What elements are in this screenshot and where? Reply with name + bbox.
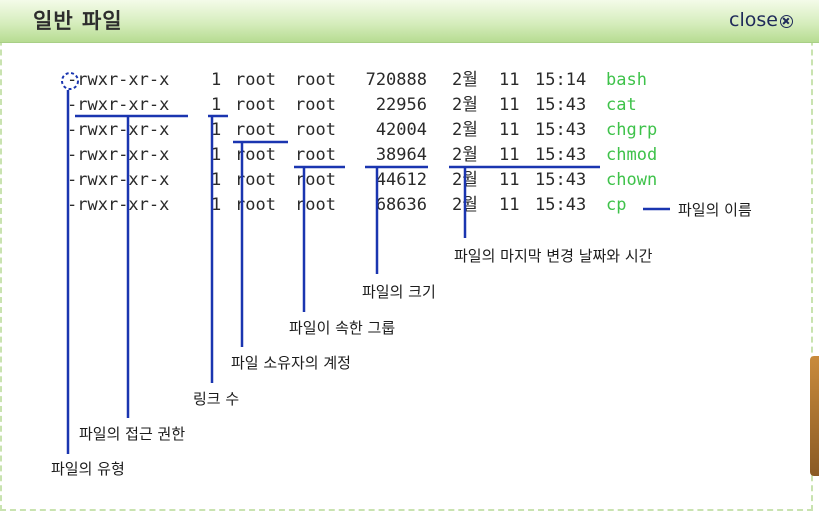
callout-group: 파일이 속한 그룹 bbox=[289, 319, 396, 337]
listing-owner: root bbox=[235, 95, 276, 115]
close-label: close bbox=[729, 9, 778, 31]
listing-name: cat bbox=[606, 95, 637, 115]
listing-links: 1 bbox=[211, 95, 222, 115]
listing-time: 15:14 bbox=[535, 70, 587, 90]
listing-links: 1 bbox=[211, 70, 222, 90]
listing-group: root bbox=[295, 145, 336, 165]
listing-time: 15:43 bbox=[535, 145, 587, 165]
listing-permissions: -rwxr-xr-x bbox=[67, 170, 170, 190]
listing-day: 11 bbox=[499, 70, 520, 90]
listing-name: chgrp bbox=[606, 120, 658, 140]
listing-day: 11 bbox=[499, 170, 520, 190]
listing-time: 15:43 bbox=[535, 195, 587, 215]
listing-day: 11 bbox=[499, 95, 520, 115]
listing-permissions: -rwxr-xr-x bbox=[67, 120, 170, 140]
listing-name: bash bbox=[606, 70, 647, 90]
listing-day: 11 bbox=[499, 145, 520, 165]
title-bar: 일반 파일 close bbox=[0, 0, 819, 43]
callout-file-name: 파일의 이름 bbox=[678, 201, 752, 219]
callout-file-type: 파일의 유형 bbox=[51, 460, 125, 478]
listing-size: 68636 bbox=[375, 195, 427, 215]
listing-size: 22956 bbox=[375, 95, 427, 115]
listing-owner: root bbox=[235, 170, 276, 190]
listing-time: 15:43 bbox=[535, 95, 587, 115]
listing-size: 38964 bbox=[375, 145, 427, 165]
callout-links: 링크 수 bbox=[193, 390, 240, 408]
listing-month: 2월 bbox=[452, 145, 478, 165]
listing-group: root bbox=[295, 95, 336, 115]
listing-permissions: -rwxr-xr-x bbox=[67, 70, 170, 90]
file-type-marker bbox=[61, 72, 79, 90]
listing-month: 2월 bbox=[452, 120, 478, 140]
listing-permissions: -rwxr-xr-x bbox=[67, 145, 170, 165]
listing-group: root bbox=[295, 120, 336, 140]
callout-owner: 파일 소유자의 계정 bbox=[231, 354, 351, 372]
listing-owner: root bbox=[235, 195, 276, 215]
listing-name: chmod bbox=[606, 145, 658, 165]
listing-permissions: -rwxr-xr-x bbox=[67, 95, 170, 115]
listing-owner: root bbox=[235, 145, 276, 165]
listing-size: 44612 bbox=[375, 170, 427, 190]
listing-month: 2월 bbox=[452, 95, 478, 115]
close-button[interactable]: close bbox=[729, 8, 793, 32]
listing-owner: root bbox=[235, 120, 276, 140]
listing-owner: root bbox=[235, 70, 276, 90]
listing-permissions: -rwxr-xr-x bbox=[67, 195, 170, 215]
callout-permissions: 파일의 접근 권한 bbox=[79, 425, 186, 443]
callout-size: 파일의 크기 bbox=[362, 283, 436, 301]
listing-month: 2월 bbox=[452, 70, 478, 90]
listing-time: 15:43 bbox=[535, 120, 587, 140]
listing-time: 15:43 bbox=[535, 170, 587, 190]
close-icon bbox=[779, 15, 793, 28]
listing-links: 1 bbox=[211, 170, 222, 190]
listing-group: root bbox=[295, 70, 336, 90]
listing-name: cp bbox=[606, 195, 627, 215]
listing-links: 1 bbox=[211, 145, 222, 165]
window-title: 일반 파일 bbox=[33, 9, 123, 33]
callout-modified: 파일의 마지막 변경 날짜와 시간 bbox=[454, 247, 653, 265]
listing-name: chown bbox=[606, 170, 658, 190]
listing-size: 42004 bbox=[375, 120, 427, 140]
side-decoration bbox=[810, 356, 819, 476]
listing-links: 1 bbox=[211, 195, 222, 215]
listing-links: 1 bbox=[211, 120, 222, 140]
listing-day: 11 bbox=[499, 195, 520, 215]
listing-day: 11 bbox=[499, 120, 520, 140]
listing-size: 720888 bbox=[365, 70, 427, 90]
